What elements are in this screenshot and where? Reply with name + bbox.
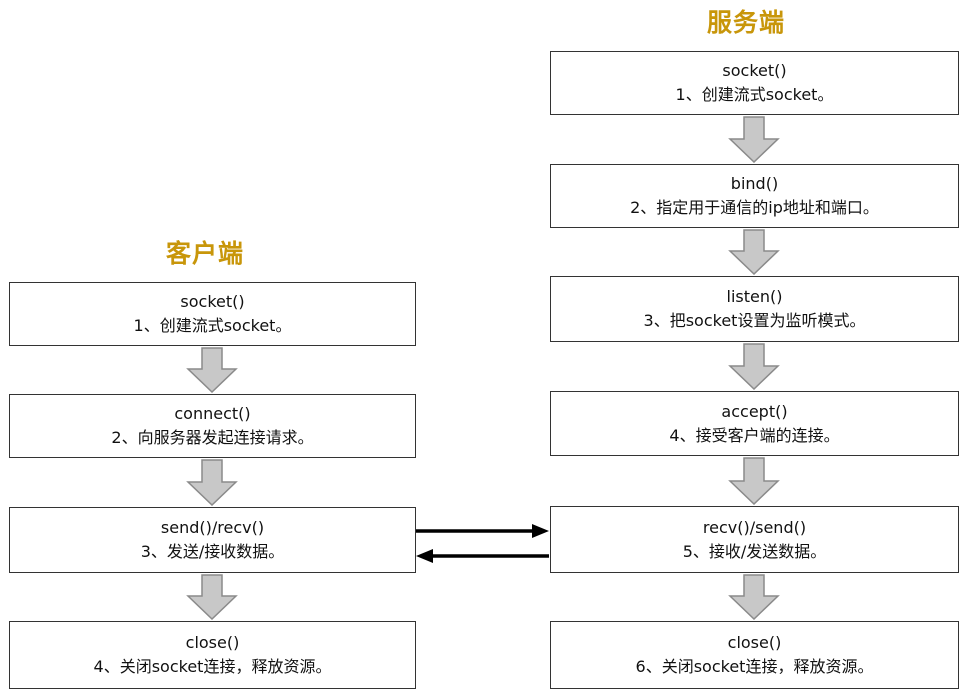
server-step-socket: socket() 1、创建流式socket。 bbox=[550, 51, 959, 115]
client-step-send-recv-call: send()/recv() bbox=[160, 518, 265, 537]
client-down-arrow-2-icon bbox=[186, 459, 238, 506]
server-down-arrow-4-icon bbox=[728, 457, 780, 505]
server-down-arrow-1-icon bbox=[728, 116, 780, 163]
client-title: 客户端 bbox=[166, 239, 245, 268]
server-step-accept-call: accept() bbox=[721, 401, 788, 421]
server-down-arrow-5-icon bbox=[728, 574, 780, 620]
client-step-connect-call: connect() bbox=[174, 404, 251, 423]
client-down-arrow-1-icon bbox=[186, 347, 238, 393]
client-step-connect: connect() 2、向服务器发起连接请求。 bbox=[9, 394, 416, 458]
server-step-recv-send: recv()/send() 5、接收/发送数据。 bbox=[550, 506, 959, 573]
server-step-close-call: close() bbox=[727, 633, 782, 652]
client-step-connect-desc: 2、向服务器发起连接请求。 bbox=[111, 428, 314, 447]
server-step-socket-desc: 1、创建流式socket。 bbox=[675, 85, 834, 104]
client-to-server-arrow-icon bbox=[416, 524, 549, 538]
server-step-accept: accept() 4、接受客户端的连接。 bbox=[550, 391, 959, 456]
server-step-close-desc: 6、关闭socket连接，释放资源。 bbox=[635, 657, 874, 676]
server-step-listen-call: listen() bbox=[726, 287, 783, 306]
server-step-listen: listen() 3、把socket设置为监听模式。 bbox=[550, 276, 959, 342]
server-to-client-arrow-icon bbox=[416, 549, 549, 563]
client-step-send-recv: send()/recv() 3、发送/接收数据。 bbox=[9, 507, 416, 573]
client-step-send-recv-desc: 3、发送/接收数据。 bbox=[140, 542, 285, 561]
server-step-close: close() 6、关闭socket连接，释放资源。 bbox=[550, 621, 959, 689]
server-step-recv-send-call: recv()/send() bbox=[702, 517, 807, 537]
client-step-close: close() 4、关闭socket连接，释放资源。 bbox=[9, 621, 416, 689]
client-step-socket-call: socket() bbox=[180, 292, 245, 311]
server-step-bind-desc: 2、指定用于通信的ip地址和端口。 bbox=[630, 198, 879, 217]
client-down-arrow-3-icon bbox=[186, 574, 238, 620]
server-down-arrow-3-icon bbox=[728, 343, 780, 390]
server-down-arrow-2-icon bbox=[728, 229, 780, 275]
server-step-accept-desc: 4、接受客户端的连接。 bbox=[669, 425, 840, 445]
server-title: 服务端 bbox=[707, 8, 786, 37]
client-step-close-desc: 4、关闭socket连接，释放资源。 bbox=[93, 657, 332, 676]
server-step-bind: bind() 2、指定用于通信的ip地址和端口。 bbox=[550, 164, 959, 228]
server-step-bind-call: bind() bbox=[730, 174, 779, 193]
client-step-socket: socket() 1、创建流式socket。 bbox=[9, 282, 416, 346]
server-step-recv-send-desc: 5、接收/发送数据。 bbox=[682, 541, 827, 561]
server-step-listen-desc: 3、把socket设置为监听模式。 bbox=[643, 311, 866, 330]
server-step-socket-call: socket() bbox=[722, 61, 787, 80]
client-step-close-call: close() bbox=[185, 633, 240, 652]
client-step-socket-desc: 1、创建流式socket。 bbox=[133, 316, 292, 335]
